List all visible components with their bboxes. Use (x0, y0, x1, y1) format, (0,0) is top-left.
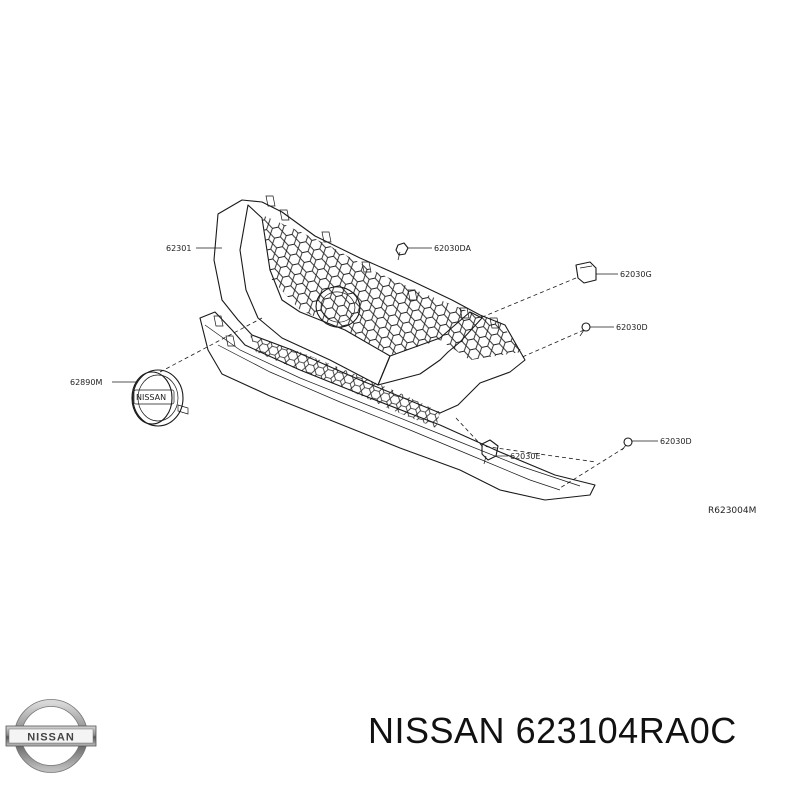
clip-62030D-upper (579, 322, 591, 337)
leader-lines (112, 247, 658, 457)
part-caption: NISSAN 623104RA0C (368, 710, 737, 752)
grille-assembly (199, 195, 596, 501)
lower-bumper-strip (199, 311, 596, 501)
grille-outer-frame (213, 199, 526, 414)
grille-v-chrome (377, 311, 483, 386)
clip-62030G (575, 261, 597, 284)
emblem-opening-inner (320, 291, 356, 323)
callout-grille: 62301 (166, 244, 191, 253)
reference-code: R623004M (708, 506, 756, 516)
lower-bumper-line (217, 344, 561, 491)
clip-62030DA (395, 242, 409, 261)
callout-clip-d-upper: 62030D (616, 323, 648, 332)
lower-grille-mesh (250, 335, 440, 428)
logo-text: NISSAN (27, 732, 75, 744)
emblem-part: NISSAN (131, 369, 189, 427)
emblem-opening (315, 286, 361, 328)
lower-bumper-line-2 (204, 324, 581, 487)
callout-clip-da: 62030DA (434, 244, 471, 253)
callout-emblem: 62890M (70, 378, 102, 387)
callout-clip-d-lower: 62030D (660, 437, 692, 446)
callout-clip-e: 62030E (510, 452, 541, 461)
caption-brand: NISSAN (368, 710, 506, 751)
mounting-tabs (213, 195, 500, 347)
nissan-logo: NISSAN (5, 699, 97, 773)
upper-grille-mesh (262, 215, 522, 360)
emblem-text: NISSAN (136, 393, 166, 402)
callout-clip-g: 62030G (620, 270, 652, 279)
installation-lines (159, 277, 625, 489)
caption-part-number: 623104RA0C (515, 710, 737, 751)
